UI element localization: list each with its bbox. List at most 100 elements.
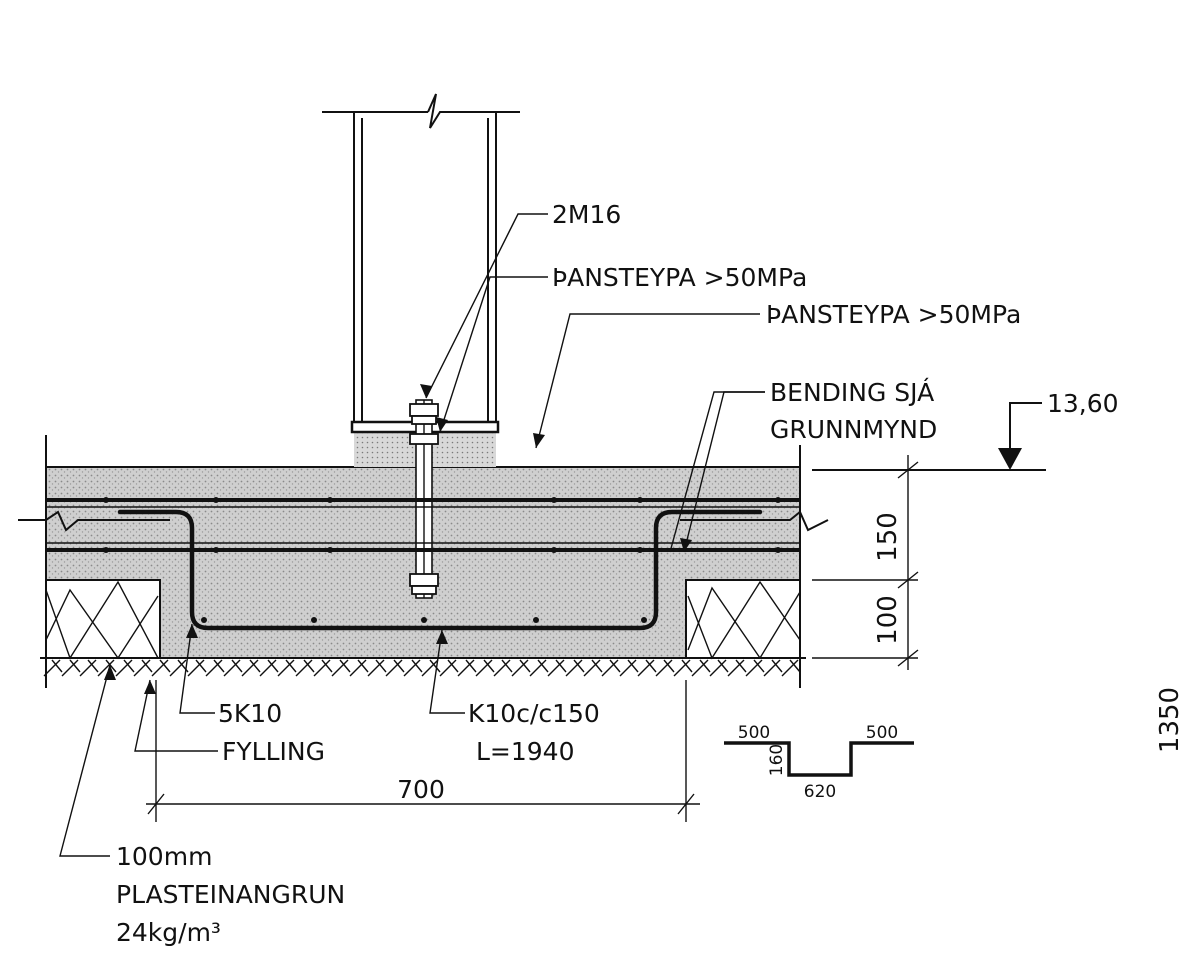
- ground-hatch-stroke: [375, 659, 387, 673]
- label-grout-1: ÞANSTEYPA >50MPa: [552, 263, 807, 292]
- level-marker: [812, 402, 1046, 471]
- ground-hatch-stroke: [645, 659, 657, 673]
- ground-hatch-stroke: [781, 659, 799, 677]
- ground-hatch-stroke: [79, 659, 97, 677]
- ground-hatch-stroke: [583, 659, 601, 677]
- ground-hatch-stroke: [393, 659, 405, 673]
- ground-hatch-stroke: [97, 659, 115, 677]
- ground-hatch-stroke: [691, 659, 709, 677]
- ground-hatch-stroke: [259, 659, 277, 677]
- label-stirrup-line1: K10c/c150: [468, 699, 600, 728]
- ground-hatch-stroke: [637, 659, 655, 677]
- label-bend-bottom: 620: [804, 782, 836, 802]
- ground-hatch-stroke: [771, 659, 783, 673]
- ground-hatch-stroke: [655, 659, 673, 677]
- ground-hatch-stroke: [727, 659, 745, 677]
- right-break-line: [680, 510, 829, 532]
- label-dim-150: 150: [873, 512, 903, 562]
- ground-hatch-stroke: [735, 659, 747, 673]
- label-insulation-line1: 100mm: [116, 842, 212, 871]
- ground-hatch-stroke: [789, 659, 801, 673]
- ground-hatch-stroke: [349, 659, 367, 677]
- ground-hatch-stroke: [169, 659, 187, 677]
- label-bend-left-leg: 500: [738, 723, 770, 743]
- ground-hatch-stroke: [565, 659, 583, 677]
- ground-hatch-stroke: [403, 659, 421, 677]
- ground-hatch-stroke: [133, 659, 151, 677]
- ground-hatch-stroke: [285, 659, 297, 673]
- ground-hatch-stroke: [573, 659, 585, 673]
- rebar-middle: [46, 542, 800, 552]
- ground-hatch-stroke: [447, 659, 459, 673]
- ground-hatch-stroke: [105, 659, 117, 673]
- ground-hatch-stroke: [673, 659, 691, 677]
- ground-hatch-stroke: [151, 659, 169, 677]
- label-stirrup-line2: L=1940: [476, 737, 575, 766]
- label-bending-line2: GRUNNMYND: [770, 415, 937, 444]
- ground-hatch-stroke: [61, 659, 79, 677]
- leader-arrowheads: [104, 384, 692, 694]
- ground-hatch-stroke: [493, 659, 511, 677]
- ground-hatch-stroke: [429, 659, 441, 673]
- ground-hatch-stroke: [753, 659, 765, 673]
- label-dim-100: 100: [873, 595, 903, 645]
- ground-hatch-stroke: [249, 659, 261, 673]
- ground-hatch-stroke: [763, 659, 781, 677]
- ground-hatch-stroke: [331, 659, 349, 677]
- ground-hatch-stroke: [465, 659, 477, 673]
- ground-hatch-stroke: [717, 659, 729, 673]
- ground-hatch-stroke: [267, 659, 279, 673]
- ground-hatch-stroke: [51, 659, 63, 673]
- label-rebar-5k10: 5K10: [218, 699, 282, 728]
- ground-hatch-stroke: [529, 659, 547, 677]
- ground-hatch-stroke: [231, 659, 243, 673]
- label-bend-right-leg: 500: [866, 723, 898, 743]
- ground-hatch: [43, 659, 801, 677]
- ground-hatch-stroke: [123, 659, 135, 673]
- ground-hatch-stroke: [475, 659, 493, 677]
- ground-hatch-stroke: [439, 659, 457, 677]
- ground-hatch-stroke: [321, 659, 333, 673]
- ground-hatch-stroke: [115, 659, 133, 677]
- label-level: 13,60: [1047, 389, 1119, 418]
- label-insulation-line2: PLASTEINANGRUN: [116, 880, 345, 909]
- ground-hatch-stroke: [709, 659, 727, 677]
- label-bend-depth: 160: [767, 744, 787, 776]
- insulation-right: [685, 579, 801, 660]
- label-fill: FYLLING: [222, 737, 325, 766]
- ground-hatch-stroke: [501, 659, 513, 673]
- label-grout-2: ÞANSTEYPA >50MPa: [766, 300, 1021, 329]
- ground-hatch-stroke: [483, 659, 495, 673]
- ground-hatch-stroke: [87, 659, 99, 673]
- ground-hatch-stroke: [339, 659, 351, 673]
- label-dim-700: 700: [397, 775, 445, 804]
- ground-hatch-stroke: [213, 659, 225, 673]
- ground-hatch-stroke: [457, 659, 475, 677]
- ground-hatch-stroke: [313, 659, 331, 677]
- ground-hatch-stroke: [421, 659, 439, 677]
- ground-hatch-stroke: [627, 659, 639, 673]
- ground-hatch-stroke: [619, 659, 637, 677]
- ground-hatch-stroke: [295, 659, 313, 677]
- ground-hatch-stroke: [601, 659, 619, 677]
- ground-hatch-stroke: [187, 659, 205, 677]
- ground-hatch-stroke: [555, 659, 567, 673]
- ground-hatch-stroke: [591, 659, 603, 673]
- ground-hatch-stroke: [223, 659, 241, 677]
- ground-hatch-stroke: [303, 659, 315, 673]
- ground-hatch-stroke: [537, 659, 549, 673]
- ground-hatch-stroke: [385, 659, 403, 677]
- label-dim-1350: 1350: [1155, 687, 1185, 753]
- ground-hatch-stroke: [681, 659, 693, 673]
- rebar-dots: [103, 497, 781, 623]
- ground-hatch-stroke: [241, 659, 259, 677]
- insulation-left: [45, 579, 161, 660]
- ground-hatch-stroke: [43, 659, 61, 677]
- rebar-top: [46, 498, 800, 508]
- left-break-line: [18, 510, 170, 532]
- ground-hatch-stroke: [195, 659, 207, 673]
- ground-hatch-stroke: [609, 659, 621, 673]
- ground-hatch-stroke: [547, 659, 565, 677]
- steel-column: [322, 93, 520, 434]
